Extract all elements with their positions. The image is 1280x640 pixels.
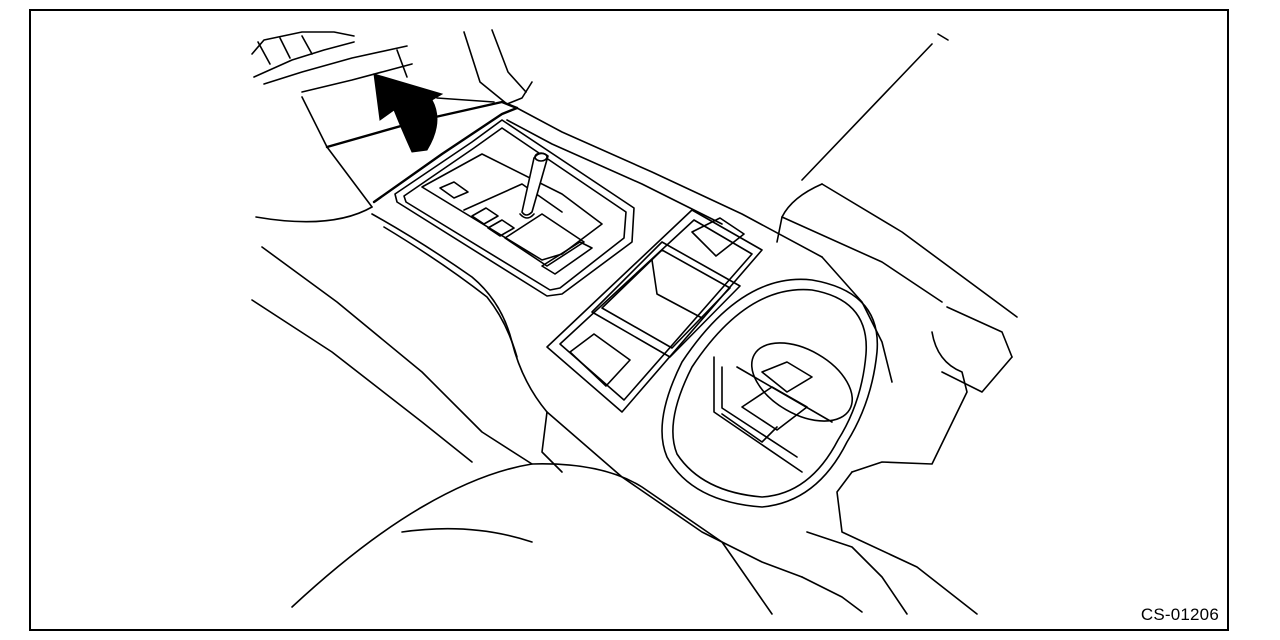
console-left-side — [251, 206, 803, 578]
figure-code-label: CS-01206 — [1140, 605, 1219, 624]
front-seat-cushion — [291, 463, 773, 615]
cup-holder — [661, 278, 879, 508]
left-seat-back — [251, 31, 413, 93]
storage-tray — [546, 209, 763, 413]
figure-frame: CS-01206 — [29, 9, 1229, 631]
console-line-drawing — [251, 29, 1018, 615]
console-lid — [301, 29, 823, 258]
right-seat — [776, 33, 1018, 615]
shift-panel — [394, 119, 635, 297]
curved-arrow-up-icon — [373, 73, 495, 153]
shift-lever — [519, 152, 549, 219]
